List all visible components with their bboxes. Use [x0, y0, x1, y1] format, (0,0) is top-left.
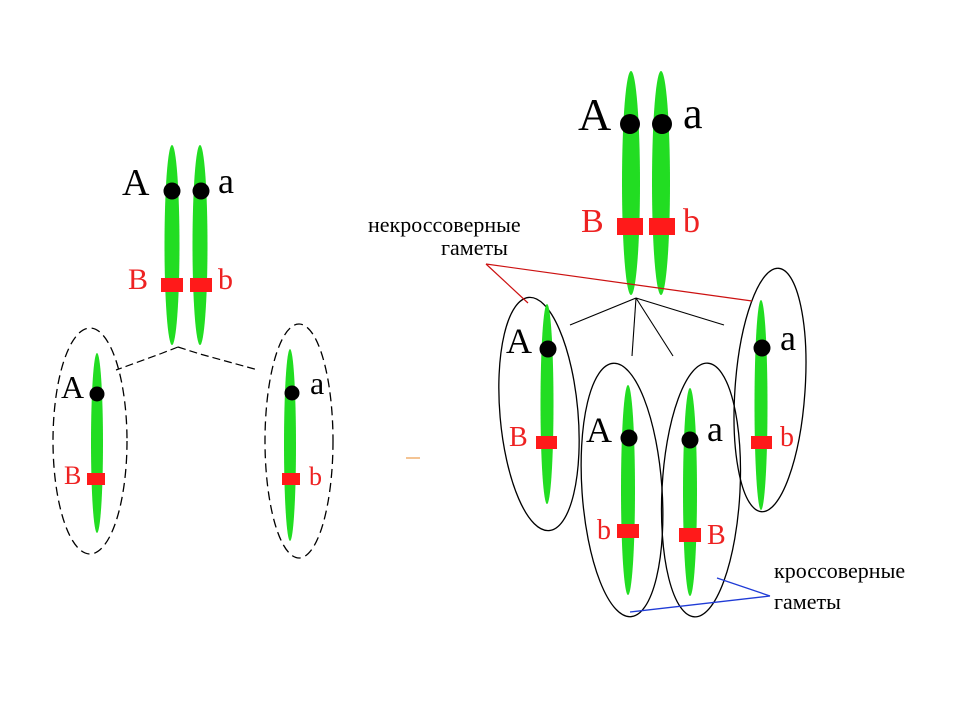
gene-marker: [87, 473, 105, 485]
gamete-outline: [52, 327, 128, 555]
gamete-crossover-aB: a B: [660, 362, 742, 618]
left-gamete-ab: a b: [264, 323, 334, 559]
gamete-crossover-Ab: A b: [580, 362, 664, 618]
gene-marker: [190, 278, 212, 292]
centromere-dot: [539, 340, 557, 358]
allele-label-a: a: [683, 89, 703, 138]
chromosome-a-b: [284, 349, 296, 541]
gene-marker: [536, 436, 557, 449]
gamete-outline: [660, 362, 742, 618]
chromosome-A-B: [164, 145, 180, 345]
gamete-outline: [264, 323, 334, 559]
gamete-noncrossover-ab: a b: [733, 267, 807, 513]
left-branch-lines: [115, 346, 259, 371]
gene-marker: [617, 218, 643, 235]
annotation-text: кроссоверные: [774, 558, 905, 583]
chromosome-a-b: [652, 71, 670, 295]
chromosome-A-B: [622, 71, 640, 295]
centromere-dot: [284, 385, 300, 401]
centromere-dot: [89, 386, 105, 402]
gene-marker: [679, 528, 701, 542]
gamete-outline: [733, 267, 807, 513]
left-gamete-AB: A B: [52, 327, 128, 555]
right-parent-pair: A a B b: [578, 71, 703, 295]
allele-label-a: a: [780, 318, 796, 358]
allele-label-a: a: [310, 365, 324, 401]
allele-label-a: a: [218, 161, 234, 201]
chromosome-A-B: [91, 353, 103, 533]
allele-label-b: b: [218, 263, 233, 296]
annotation-text: некроссоверные: [368, 212, 521, 237]
allele-label-A: A: [586, 410, 612, 450]
centromere-dot: [192, 182, 210, 200]
allele-label-b: b: [309, 462, 322, 491]
chromosome-a-b: [192, 145, 208, 345]
allele-label-B: B: [707, 520, 726, 551]
allele-label-a: a: [707, 409, 723, 449]
chromosome-A-b: [621, 385, 635, 595]
right-scheme: A a B b A B a b: [368, 71, 905, 618]
gene-marker: [282, 473, 300, 485]
allele-label-b: b: [683, 203, 700, 240]
allele-label-B: B: [64, 461, 81, 490]
centromere-dot: [681, 431, 699, 449]
allele-label-A: A: [122, 162, 150, 204]
gene-marker: [617, 524, 639, 538]
allele-label-B: B: [581, 203, 604, 240]
gene-marker: [649, 218, 675, 235]
centromere-dot: [163, 182, 181, 200]
allele-label-b: b: [597, 515, 611, 546]
centromere-dot: [652, 114, 672, 134]
centromere-dot: [620, 114, 640, 134]
left-parent-pair: A a B b: [122, 145, 234, 345]
centromere-dot: [753, 339, 771, 357]
gamete-noncrossover-AB: A B: [498, 296, 580, 532]
allele-label-A: A: [578, 89, 611, 140]
gamete-outline: [498, 296, 580, 532]
right-branch-lines: [569, 297, 725, 357]
centromere-dot: [620, 429, 638, 447]
allele-label-A: A: [506, 321, 532, 361]
annotation-text: гаметы: [774, 589, 841, 614]
gene-marker: [751, 436, 772, 449]
crossover-annotation: кроссоверные гаметы: [629, 558, 905, 614]
annotation-text: гаметы: [441, 235, 508, 260]
allele-label-b: b: [780, 422, 794, 453]
left-scheme: A a B b A B a b: [52, 145, 334, 559]
allele-label-A: A: [61, 369, 84, 405]
allele-label-B: B: [128, 263, 148, 296]
chromosome-a-b: [754, 300, 768, 510]
chromosome-a-B: [683, 388, 697, 596]
allele-label-B: B: [509, 422, 528, 453]
gene-marker: [161, 278, 183, 292]
noncrossover-annotation: некроссоверные гаметы: [368, 212, 753, 304]
chromosome-A-B: [540, 304, 554, 504]
